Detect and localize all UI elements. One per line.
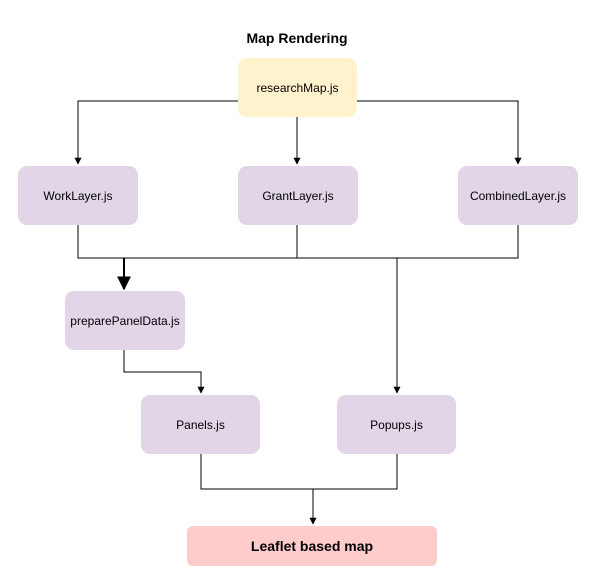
node-panels-label: Panels.js: [176, 417, 225, 432]
node-popups: Popups.js: [337, 395, 456, 454]
node-combined-layer-label: CombinedLayer.js: [469, 188, 567, 203]
edge-research-to-combined: [357, 100, 522, 165]
node-work-layer-label: WorkLayer.js: [43, 188, 113, 203]
edge-panels-down: [200, 454, 313, 490]
node-work-layer: WorkLayer.js: [18, 166, 138, 225]
node-leaflet-map-label: Leaflet based map: [250, 538, 374, 554]
edge-work-down: [77, 225, 397, 259]
node-research-map: researchMap.js: [238, 58, 357, 117]
node-grant-layer-label: GrantLayer.js: [262, 188, 334, 203]
edge-prepare-to-panels: [123, 350, 205, 394]
node-leaflet-map: Leaflet based map: [187, 526, 437, 566]
edge-research-to-work: [74, 100, 238, 165]
edge-combined-down: [397, 225, 519, 259]
node-combined-layer: CombinedLayer.js: [458, 166, 578, 225]
node-research-map-label: researchMap.js: [256, 80, 339, 95]
node-prepare-panel-data-label: preparePanelData.js: [70, 313, 180, 328]
node-panels: Panels.js: [141, 395, 260, 454]
node-popups-label: Popups.js: [370, 417, 423, 432]
diagram-title: Map Rendering: [246, 30, 348, 46]
node-prepare-panel-data: preparePanelData.js: [65, 291, 185, 350]
edge-popups-down: [313, 454, 398, 490]
node-grant-layer: GrantLayer.js: [238, 166, 358, 225]
